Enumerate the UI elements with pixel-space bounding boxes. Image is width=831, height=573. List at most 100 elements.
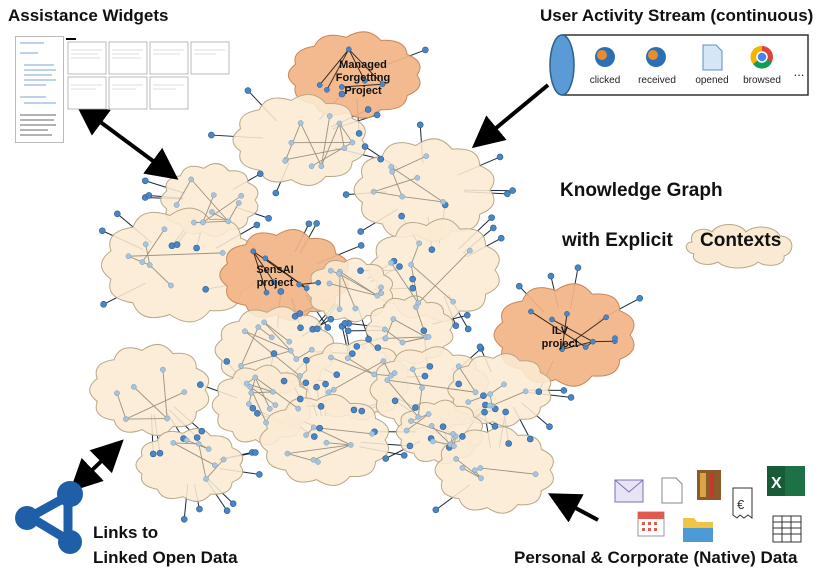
cloud-edge <box>205 459 224 480</box>
cloud-node <box>349 139 356 146</box>
graph-node <box>311 433 318 440</box>
cloud-edge <box>145 244 151 266</box>
cloud-edge <box>458 366 476 393</box>
graph-node <box>515 282 523 290</box>
cloud-node <box>261 319 267 326</box>
graph-node <box>480 392 487 400</box>
context-label-ilv: ILV project <box>535 325 585 351</box>
cloud-node <box>268 334 275 341</box>
cloud-node <box>195 441 202 447</box>
graph-node <box>296 395 304 403</box>
graph-node <box>141 177 149 185</box>
cloud-node <box>327 267 334 274</box>
cloud-edge <box>390 262 419 304</box>
graph-node <box>490 224 497 232</box>
mail-icon <box>614 479 644 503</box>
linked-open-data-icon <box>15 481 83 554</box>
widget-sidebar-preview <box>20 42 56 136</box>
context-line: Managed <box>339 59 387 71</box>
graph-node <box>358 407 366 415</box>
cloud-node <box>266 405 273 412</box>
cloud-node <box>582 344 589 350</box>
knowledge-graph-subtitle: with Explicit <box>562 230 673 251</box>
cloud-node <box>388 259 394 266</box>
graph-node <box>496 153 504 161</box>
cloud-node <box>399 339 406 346</box>
activity-stream-cylinder <box>549 34 809 96</box>
cloud-node <box>415 414 422 420</box>
graph-node <box>391 397 399 405</box>
cloud-node <box>303 432 309 438</box>
arrow-stream-graph <box>471 83 550 149</box>
graph-node <box>341 320 349 327</box>
context-line: SensAI <box>256 264 294 276</box>
cloud-node <box>451 443 457 449</box>
graph-node <box>252 449 259 456</box>
cloud-edge <box>432 441 451 445</box>
cloud-edge <box>125 418 168 420</box>
context-line: project <box>256 277 294 289</box>
graph-node <box>409 275 416 283</box>
cloud-node <box>235 200 242 206</box>
graph-node <box>197 381 204 388</box>
graph-node <box>291 312 299 320</box>
graph-node <box>342 191 350 198</box>
cloud-edge <box>462 467 482 479</box>
cloud-node <box>399 193 406 200</box>
chrome-icon <box>750 45 773 69</box>
graph-node <box>344 327 352 335</box>
graph-node <box>303 356 310 364</box>
cloud-node <box>164 415 170 422</box>
stream-item-label: clicked <box>589 75 621 86</box>
graph-node <box>464 325 472 333</box>
cloud-edge <box>561 341 594 350</box>
cloud-node <box>549 316 555 323</box>
arrow-lod-graph <box>69 439 124 492</box>
cloud-node <box>477 465 484 471</box>
graph-node <box>327 315 335 323</box>
graph-node <box>636 294 644 302</box>
context-label-sensai: SensAI project <box>250 264 300 290</box>
cloud-node <box>183 437 190 444</box>
cloud-node <box>310 424 317 431</box>
cloud-node <box>428 422 435 429</box>
graph-node <box>333 371 341 378</box>
cloud-node <box>391 370 398 376</box>
cloud-node <box>389 168 396 175</box>
graph-node <box>374 344 382 351</box>
graph-cloud <box>89 344 210 436</box>
graph-node <box>488 214 495 221</box>
cloud-node <box>130 384 137 390</box>
file-icon <box>661 477 683 504</box>
cloud-edge <box>252 251 268 293</box>
graph-node <box>244 87 252 94</box>
cloud-node <box>409 366 416 373</box>
cloud-node <box>303 285 310 292</box>
cloud-node <box>270 389 276 395</box>
cloud-edge <box>561 316 607 350</box>
cloud-edge <box>116 393 127 420</box>
cloud-node <box>378 290 385 296</box>
cloud-edge <box>141 229 165 263</box>
contexts-label: Contexts <box>700 230 782 251</box>
graph-node <box>426 363 434 370</box>
cloud-edge <box>412 369 423 388</box>
cloud-node <box>238 192 245 199</box>
cloud-node <box>284 450 291 457</box>
graph-node <box>196 505 203 513</box>
cloud-edge <box>326 442 351 446</box>
cloud-node <box>336 306 343 313</box>
graph-node <box>505 440 512 447</box>
cloud-edge <box>287 444 351 455</box>
cloud-node <box>522 388 529 395</box>
graph-node <box>455 380 462 388</box>
cloud-node <box>390 316 397 322</box>
cloud-node <box>326 113 333 119</box>
cloud-node <box>425 411 432 417</box>
graph-node <box>114 210 121 218</box>
cloud-node <box>170 440 177 446</box>
cloud-node <box>181 389 188 395</box>
arrow-widgets-graph <box>75 103 179 180</box>
cloud-edge <box>338 123 345 149</box>
cloud-node <box>325 389 332 396</box>
